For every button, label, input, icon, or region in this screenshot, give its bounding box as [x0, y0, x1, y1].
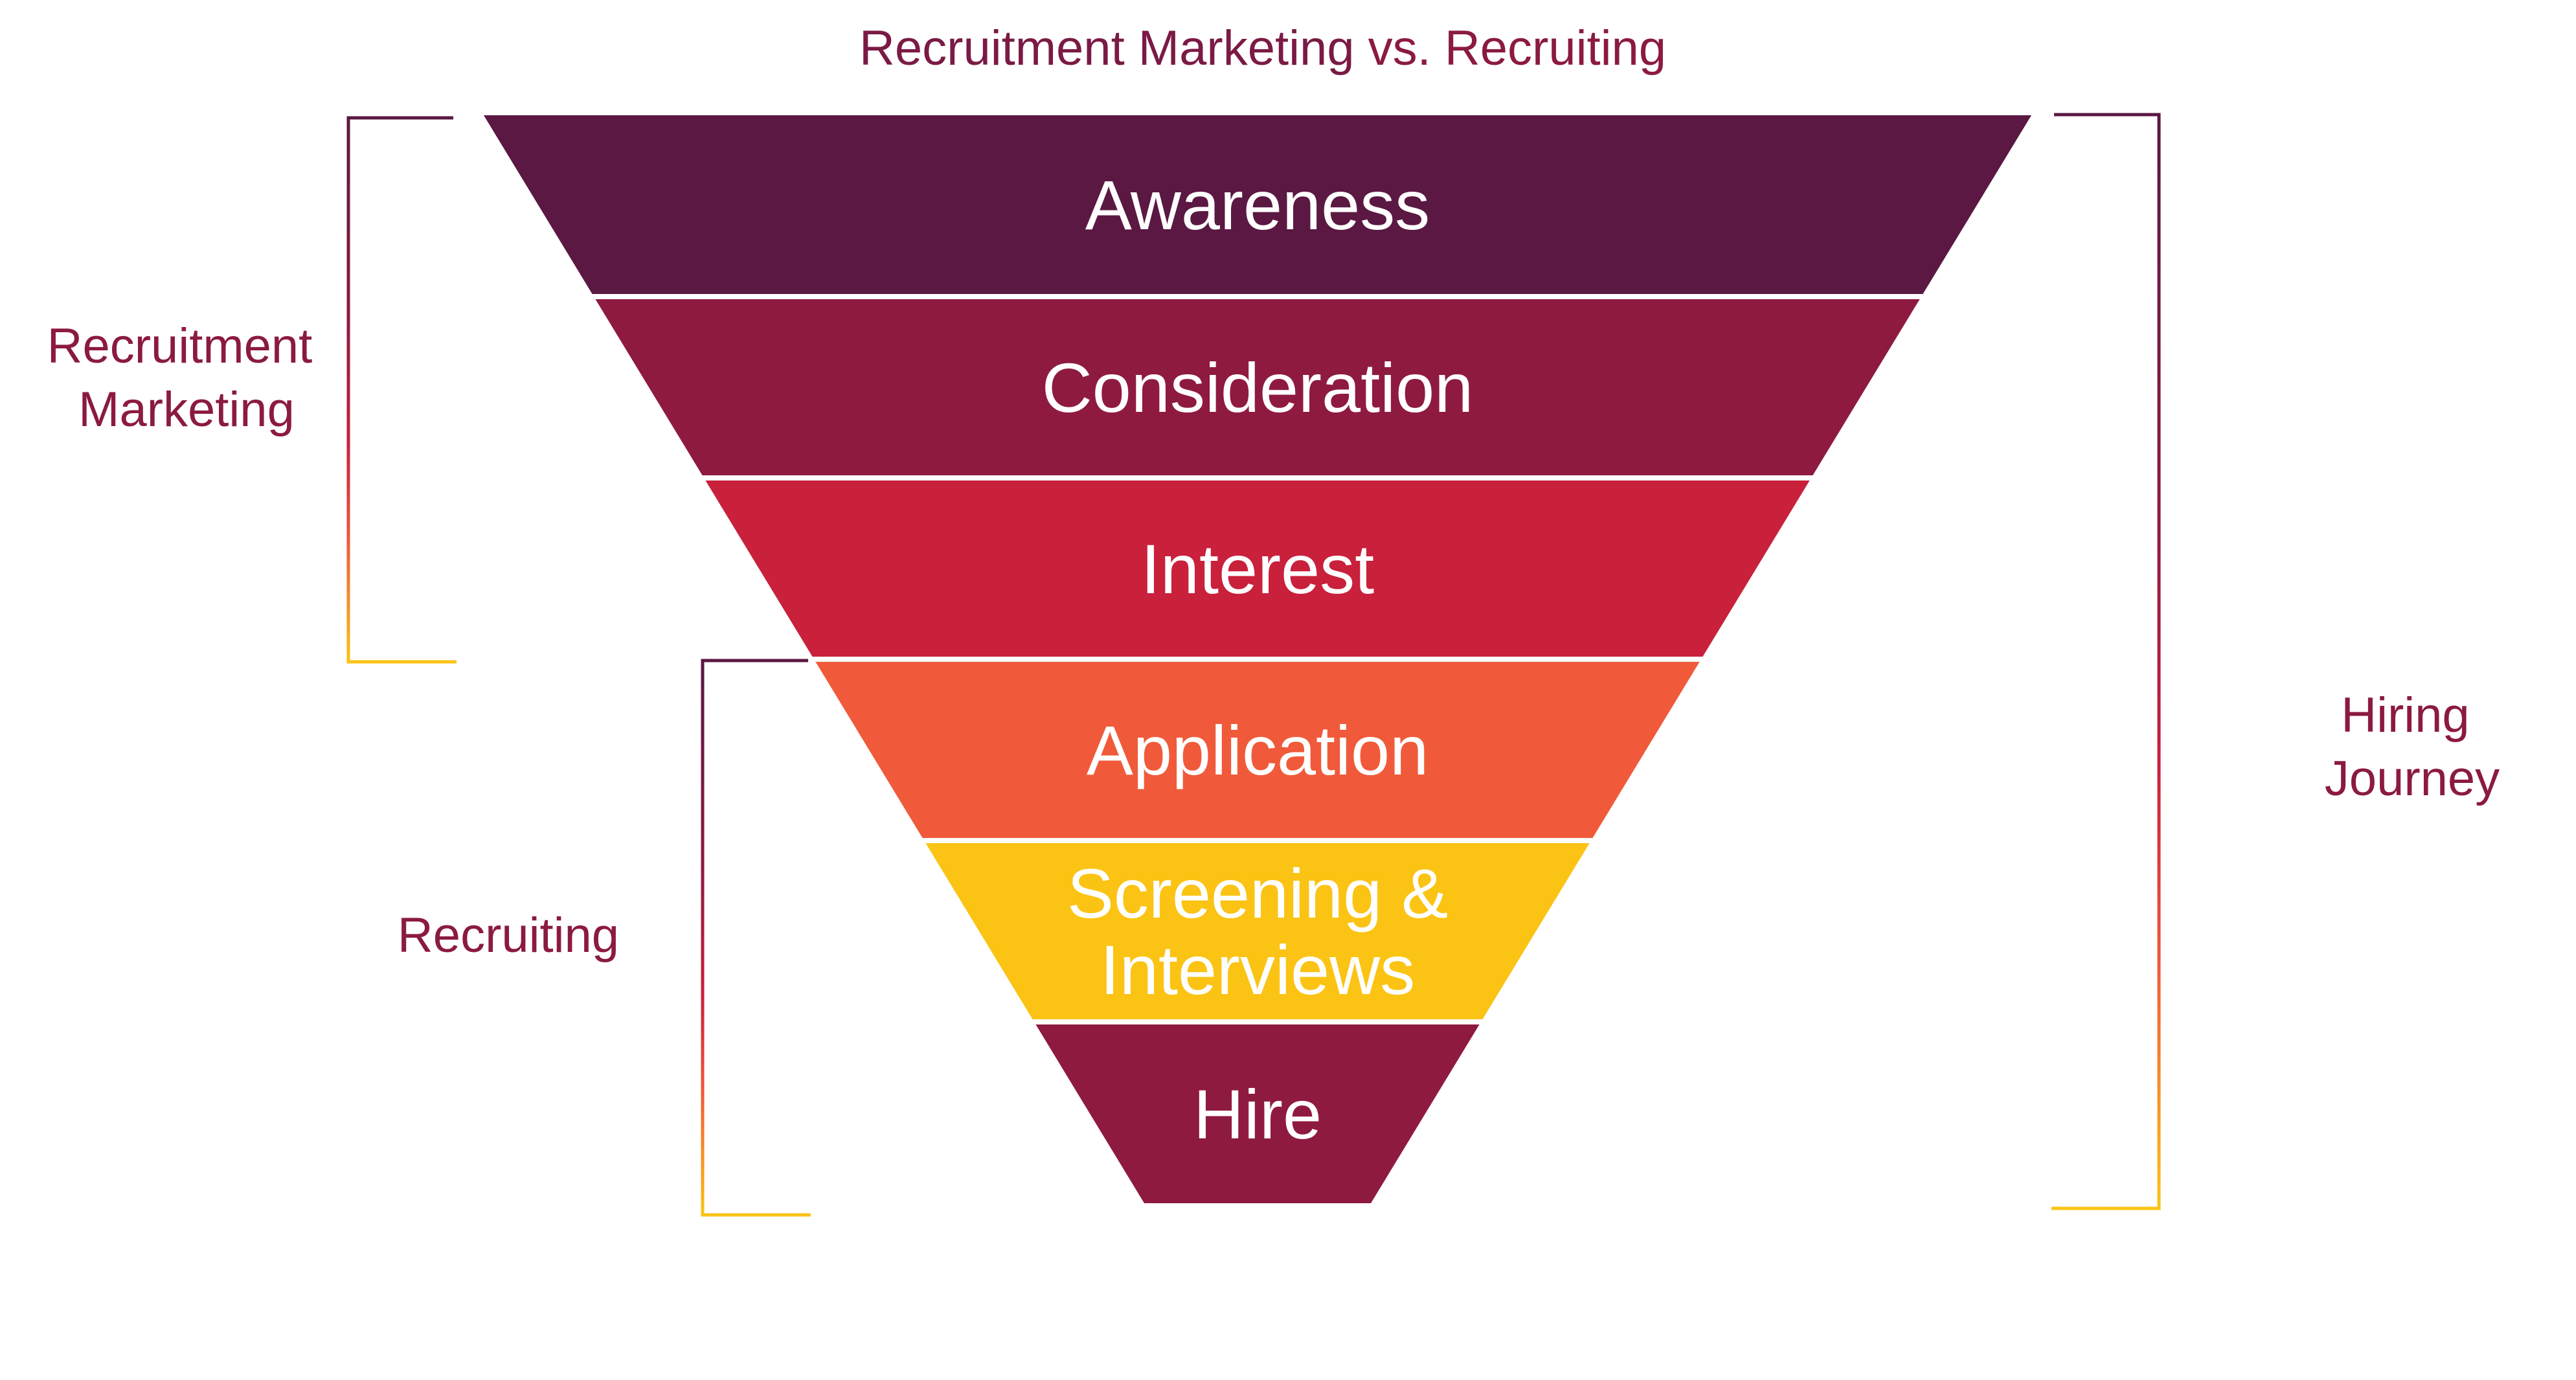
hiring-journey-bracket: Hiring Journey	[2051, 113, 2500, 1210]
funnel-stage-label-line: Awareness	[1085, 166, 1430, 244]
funnel-stage-shape-screening-interviews	[925, 843, 1590, 1019]
hiring-journey-label-line-1: Hiring	[2341, 688, 2470, 743]
hiring-journey-label-line-2: Journey	[2325, 751, 2500, 806]
funnel-stage-shape-application	[815, 662, 1700, 838]
hiring-journey-bracket-line	[2051, 113, 2161, 1210]
funnel-stage-label-awareness: Awareness	[1085, 166, 1430, 244]
funnel-stage-label-line: Screening &	[1067, 854, 1448, 933]
recruitment-marketing-label-line-1: Recruitment	[47, 319, 313, 374]
funnel-stage-consideration: Consideration	[595, 299, 1920, 475]
funnel-stage-screening-interviews: Screening &Interviews	[925, 843, 1590, 1019]
funnel-stage-label-line: Interest	[1141, 530, 1374, 608]
diagram-title: Recruitment Marketing vs. Recruiting	[859, 21, 1666, 76]
recruitment-marketing-label-line-2: Marketing	[78, 382, 295, 437]
hiring-journey-label: Hiring Journey	[2325, 688, 2500, 806]
funnel-stage-label-line: Consideration	[1042, 348, 1473, 427]
recruiting-label-line-1: Recruiting	[398, 908, 619, 963]
funnel-stage-label-line: Interviews	[1100, 931, 1415, 1009]
recruitment-marketing-bracket: Recruitment Marketing	[47, 116, 457, 664]
funnel-stage-shape-consideration	[595, 299, 1920, 475]
funnel-stage-label-hire: Hire	[1193, 1075, 1322, 1153]
funnel-stage-shape-hire	[1035, 1024, 1480, 1203]
funnel-stage-label-consideration: Consideration	[1042, 348, 1473, 427]
title-light-text: vs. Recruiting	[1355, 21, 1667, 76]
recruiting-label: Recruiting	[398, 908, 619, 963]
funnel-stage-label-application: Application	[1087, 711, 1429, 789]
funnel-stage-interest: Interest	[705, 481, 1810, 657]
recruitment-marketing-label: Recruitment Marketing	[47, 319, 326, 437]
funnel: AwarenessConsiderationInterestApplicatio…	[484, 115, 2031, 1203]
recruiting-bracket-line	[701, 659, 811, 1217]
funnel-stage-hire: Hire	[1035, 1024, 1480, 1203]
funnel-stage-label-screening-interviews: Screening &Interviews	[1067, 854, 1448, 1009]
funnel-stage-awareness: Awareness	[484, 115, 2031, 294]
funnel-stage-label-line: Application	[1087, 711, 1429, 789]
funnel-stage-label-line: Hire	[1193, 1075, 1322, 1153]
recruiting-bracket: Recruiting	[398, 659, 811, 1217]
title-strong-text: Recruitment Marketing	[859, 21, 1355, 76]
funnel-stage-application: Application	[815, 662, 1700, 838]
recruitment-marketing-bracket-line	[346, 116, 457, 664]
funnel-stage-label-interest: Interest	[1141, 530, 1374, 608]
funnel-stage-shape-awareness	[484, 115, 2031, 294]
funnel-stage-shape-interest	[705, 481, 1810, 657]
